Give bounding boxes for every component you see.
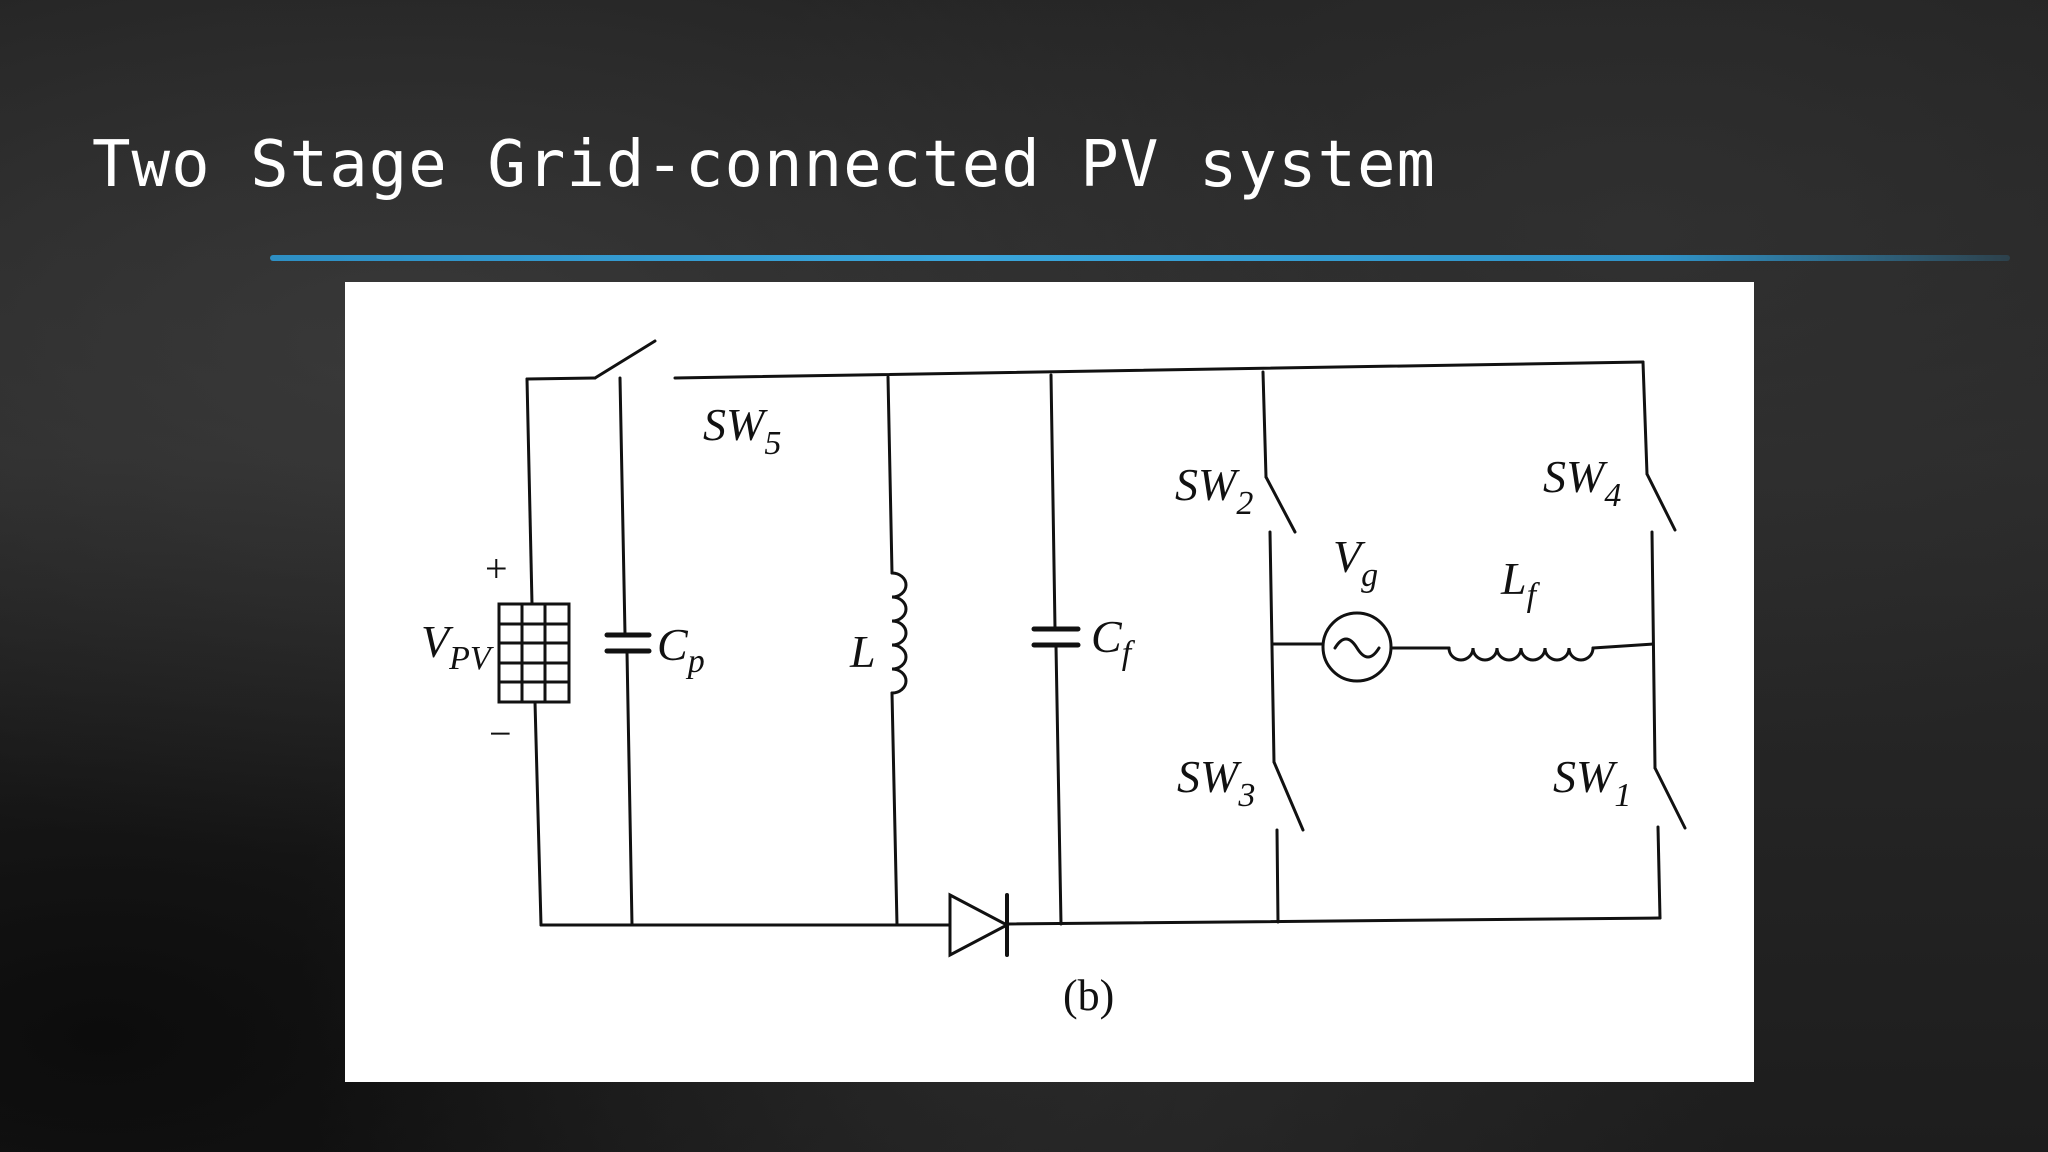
top-wire-left	[525, 376, 597, 381]
inductor-l-coil	[890, 571, 908, 695]
ac-wave-icon	[1333, 637, 1381, 659]
label-vpv: VPV	[421, 616, 495, 677]
cp-wire-top	[618, 376, 627, 636]
label-sw3: SW3	[1177, 751, 1255, 814]
pv-wire-top	[525, 377, 534, 606]
label-lf: Lf	[1500, 553, 1541, 614]
sw4-blade	[1645, 472, 1677, 532]
sw1-blade	[1653, 766, 1687, 830]
right-leg-mid	[1650, 530, 1657, 770]
circuit-figure: + − VPV Cp SW5 L Cf SW2 SW4 SW3 SW1 Vg L…	[345, 282, 1754, 1082]
sw4-wire-top	[1641, 360, 1649, 476]
inductor-lf-coil	[1447, 646, 1595, 662]
top-wire-right	[673, 360, 1645, 380]
diode-triangle	[948, 892, 1011, 958]
label-vg: Vg	[1333, 531, 1378, 594]
grid-wire-right	[1591, 642, 1655, 650]
sw2-blade	[1264, 475, 1297, 534]
left-leg-mid	[1268, 530, 1276, 764]
cf-wire-top	[1049, 373, 1057, 630]
circuit-diagram: + − VPV Cp SW5 L Cf SW2 SW4 SW3 SW1 Vg L…	[421, 339, 1687, 1020]
l-wire-bottom	[890, 691, 899, 927]
figure-caption: (b)	[1063, 971, 1114, 1020]
l-wire-top	[886, 375, 894, 575]
label-sw2: SW2	[1175, 459, 1253, 522]
sw2-wire-top	[1261, 370, 1268, 479]
label-sw4: SW4	[1543, 451, 1621, 514]
pv-wire-bottom	[533, 700, 543, 927]
pv-plus-sign: +	[485, 546, 508, 591]
sw5-blade	[593, 339, 657, 380]
sw3-wire-bottom	[1275, 828, 1280, 924]
pv-minus-sign: −	[489, 711, 512, 756]
pv-panel-icon	[497, 602, 571, 704]
sw1-wire-bottom	[1656, 825, 1662, 920]
bottom-wire-right	[1005, 916, 1662, 926]
label-cp: Cp	[657, 619, 705, 680]
cf-wire-bottom	[1054, 644, 1063, 926]
label-cf: Cf	[1091, 611, 1136, 672]
slide-title: Two Stage Grid-connected PV system	[92, 128, 1437, 202]
title-underline	[270, 255, 2010, 261]
label-l: L	[849, 626, 876, 677]
label-sw5: SW5	[703, 399, 781, 462]
sw3-blade	[1272, 760, 1305, 832]
cp-wire-bottom	[625, 650, 634, 927]
label-sw1: SW1	[1553, 751, 1631, 814]
